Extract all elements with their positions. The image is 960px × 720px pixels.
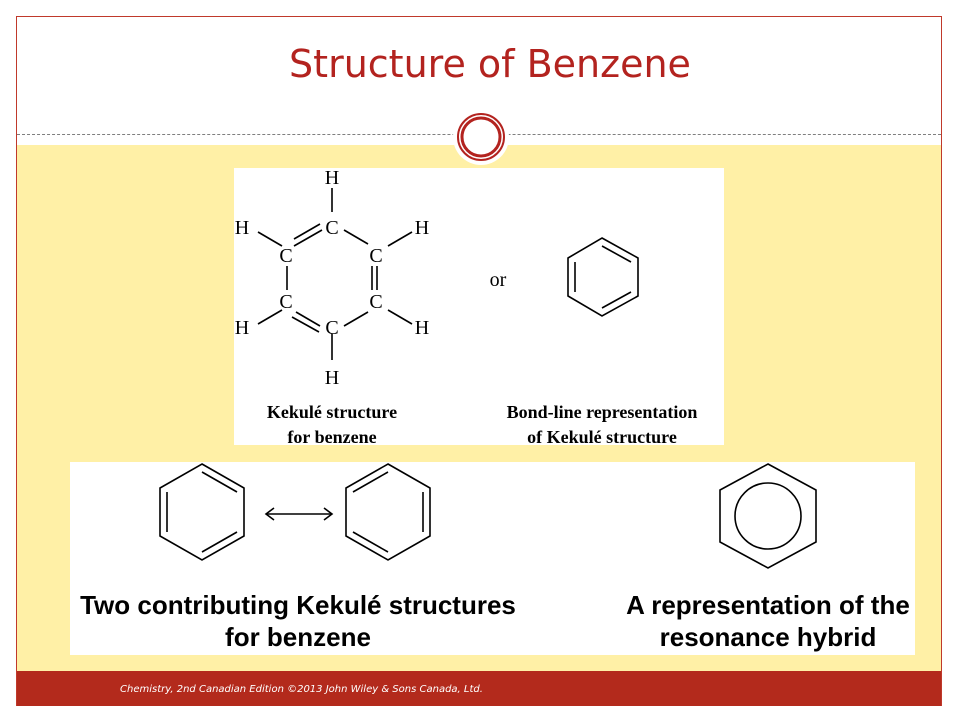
footer-bar (17, 671, 941, 706)
atom-c-upper-left: C (279, 245, 292, 267)
resonance-hybrid-icon (719, 463, 817, 569)
bondline-benzene-icon (567, 237, 639, 317)
atom-c-bottom: C (325, 317, 338, 339)
kekule-structure-b-icon (345, 463, 431, 561)
bondline-caption-line2: of Kekulé structure (527, 427, 677, 445)
atom-c-upper-right: C (369, 245, 382, 267)
contrib-caption-line2: for benzene (225, 622, 371, 652)
bondline-caption-line1: Bond-line representation (507, 402, 698, 422)
atom-h-top: H (325, 168, 339, 189)
atom-h-bottom: H (325, 367, 339, 389)
kekule-structure-a-icon (159, 463, 245, 561)
kekule-caption-line1: Kekulé structure (267, 402, 397, 422)
resonance-figure: Two contributing Kekulé structures for b… (80, 463, 910, 652)
atom-h-lower-right: H (415, 317, 429, 339)
footer-copyright: Chemistry, 2nd Canadian Edition ©2013 Jo… (120, 684, 483, 695)
atom-h-upper-left: H (235, 217, 249, 239)
slide-title: Structure of Benzene (289, 42, 691, 86)
kekule-figure: H C H H C C C C H C H H or Kekulé struct… (235, 167, 698, 447)
atom-h-lower-left: H (235, 317, 249, 339)
kekule-caption-line2: for benzene (287, 427, 376, 445)
kekule-bonds (257, 188, 413, 360)
contrib-caption-line1: Two contributing Kekulé structures (80, 590, 516, 620)
ring-ornament-icon (453, 109, 509, 165)
atom-c-lower-left: C (279, 291, 292, 313)
or-connector: or (490, 269, 507, 291)
atom-h-upper-right: H (415, 217, 429, 239)
kekule-atoms: H C H H C C C C H C H H (235, 167, 429, 389)
hybrid-caption-line2: resonance hybrid (660, 622, 877, 652)
kekule-figure-panel: H C H H C C C C H C H H or Kekulé struct… (234, 167, 724, 447)
atom-c-lower-right: C (369, 291, 382, 313)
atom-c-top: C (325, 217, 338, 239)
resonance-arrow-icon (264, 507, 334, 521)
resonance-figure-panel: Two contributing Kekulé structures for b… (70, 462, 915, 655)
hybrid-caption-line1: A representation of the (626, 590, 910, 620)
